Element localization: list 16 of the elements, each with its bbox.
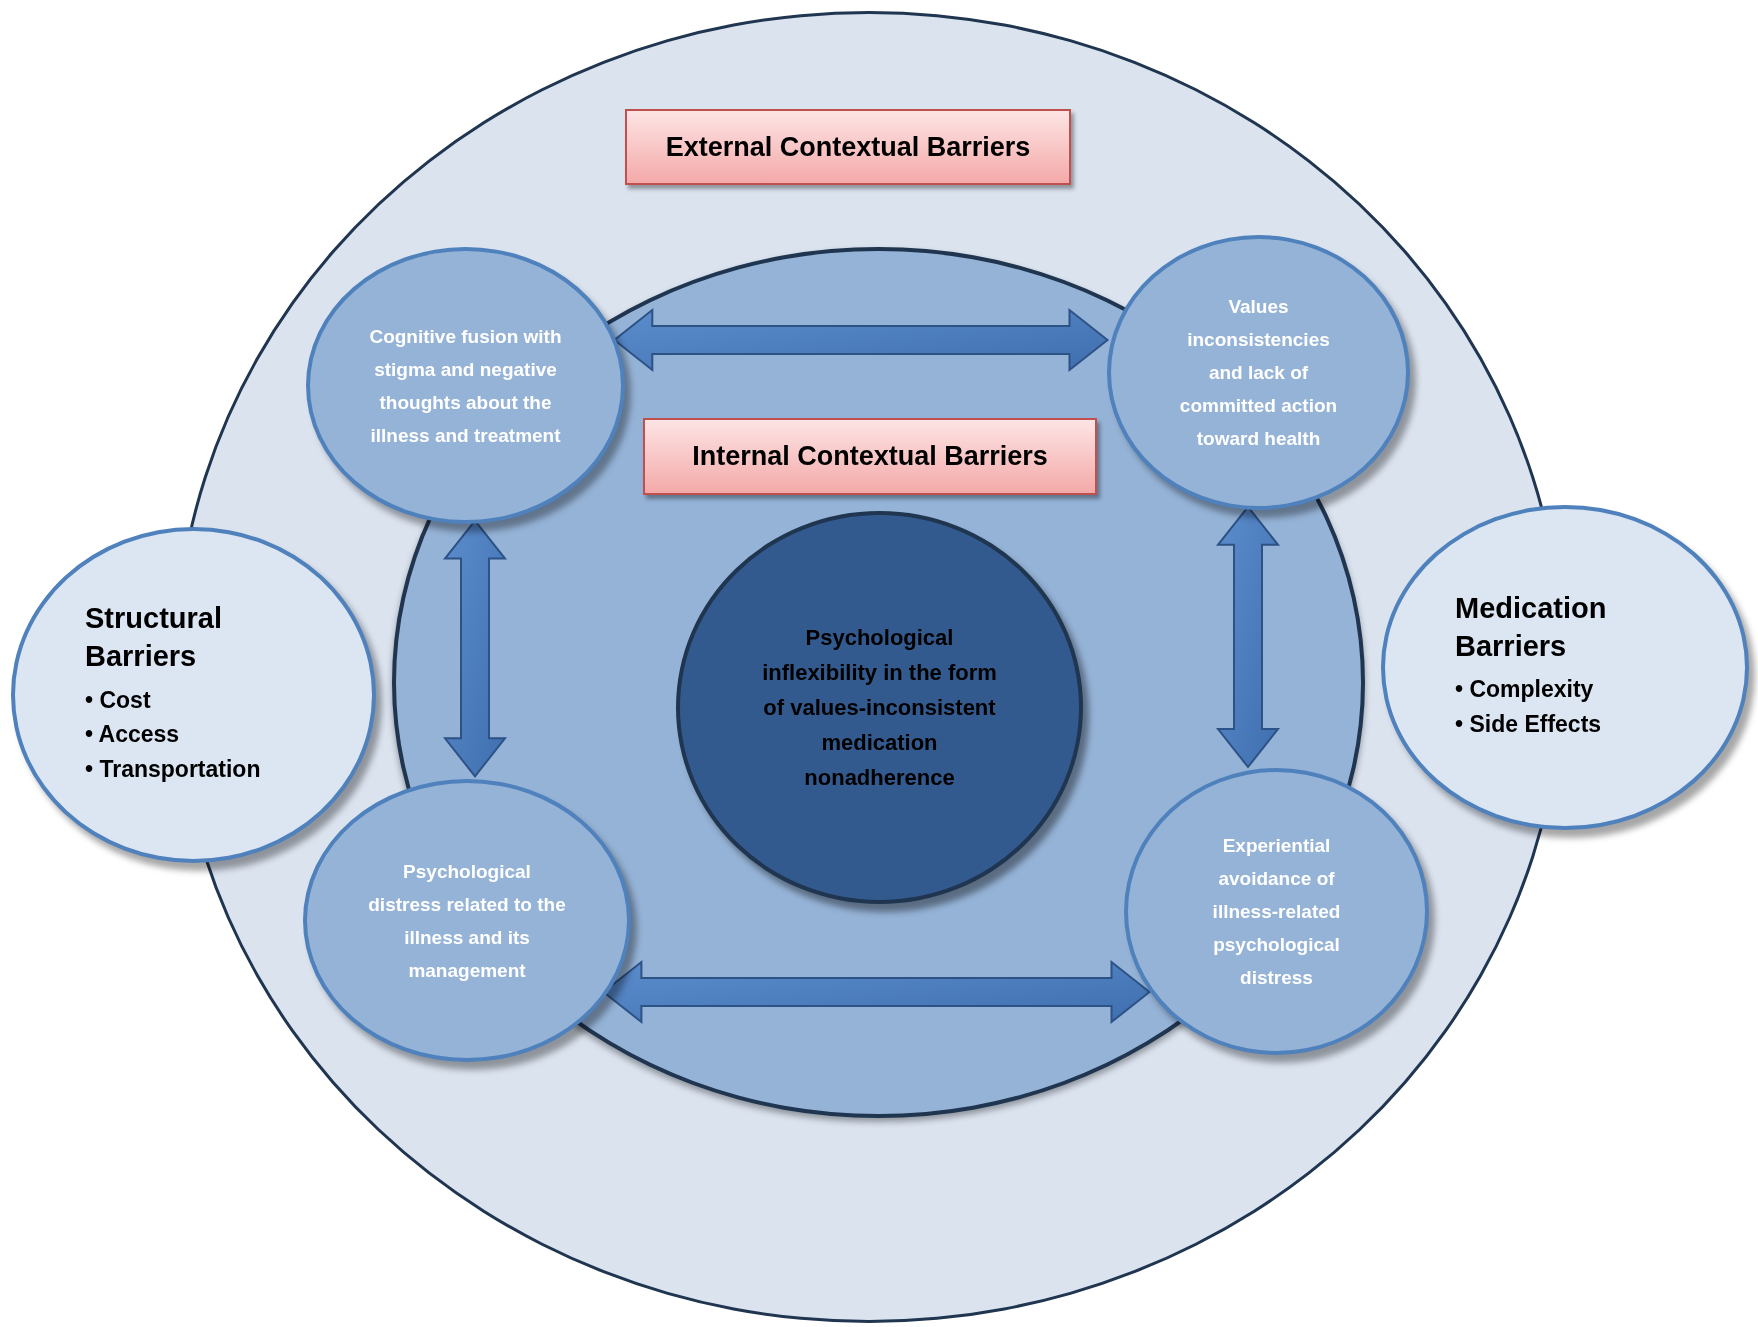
circle-text: Cognitive fusion with stigma and negative thoughts about the illness and treatment: [368, 324, 563, 448]
circle-heading: Medication Barriers: [1455, 591, 1608, 664]
bullet-item: • Transportation: [85, 755, 261, 784]
bullet-item: • Cost: [85, 685, 152, 715]
bullet-item: • Complexity: [1455, 675, 1595, 705]
bullet-item: • Access: [85, 720, 181, 750]
banner-title: External Contextual Barriers: [665, 131, 1031, 163]
title-banner: [643, 418, 1097, 495]
banner-title: Internal Contextual Barriers: [692, 441, 1048, 472]
title-banner: [625, 109, 1071, 185]
circle-text: Experiential avoidance of illness-related psychological distress: [1211, 834, 1342, 990]
bullet-item: • Side Effects: [1455, 710, 1602, 739]
circle-text: Psychological distress related to the illness and its management: [367, 859, 567, 983]
circle-heading: Structural Barriers: [85, 601, 223, 674]
circle-text: Psychological inflexibility in the form of values-inconsistent medication nonadherence: [761, 624, 998, 792]
circle-text: Values inconsistencies and lack of committed action toward health: [1178, 295, 1339, 451]
